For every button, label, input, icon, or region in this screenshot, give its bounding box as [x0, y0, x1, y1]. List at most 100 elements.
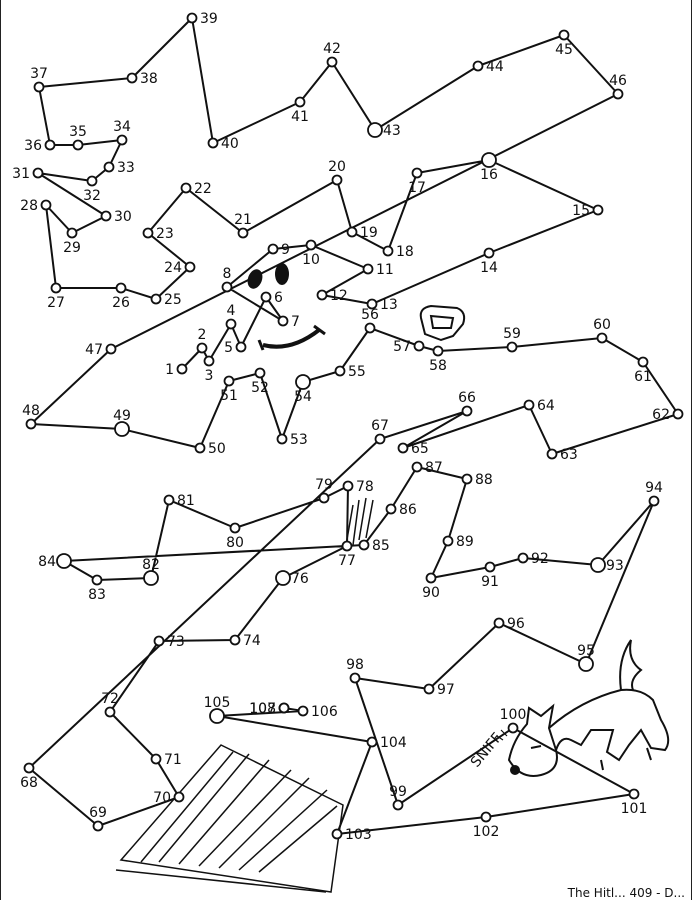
dot-10: [305, 239, 317, 251]
dot-86: [385, 503, 397, 515]
dot-62: [672, 408, 684, 420]
dot-48: [25, 418, 37, 430]
dot-number-51: 51: [220, 388, 238, 404]
dot-95: [578, 656, 594, 672]
dot-77: [341, 540, 353, 552]
dot-58: [432, 345, 444, 357]
dot-number-79: 79: [315, 477, 333, 493]
dot-90: [425, 572, 437, 584]
paper-hatch: [345, 497, 374, 546]
dot-number-84: 84: [38, 554, 56, 570]
footer-caption: The Hitl... 409 - D...: [567, 886, 685, 900]
dot-number-89: 89: [456, 534, 474, 550]
dot-number-49: 49: [113, 408, 131, 424]
dot-87: [411, 461, 423, 473]
dot-63: [546, 448, 558, 460]
dot-number-42: 42: [323, 41, 341, 57]
dot-number-20: 20: [328, 159, 346, 175]
dot-19: [346, 226, 358, 238]
dot-numbers: 1234567891011121314151617181920212223242…: [12, 11, 670, 843]
dot-number-104: 104: [380, 735, 407, 751]
dot-97: [423, 683, 435, 695]
dot-number-3: 3: [205, 368, 214, 384]
dot-16: [481, 152, 497, 168]
dot-68: [23, 762, 35, 774]
dot-number-26: 26: [112, 295, 130, 311]
dot-21: [237, 227, 249, 239]
dot-number-100: 100: [500, 707, 527, 723]
dot-number-52: 52: [251, 380, 269, 396]
dot-53: [276, 433, 288, 445]
dot-72: [104, 706, 116, 718]
dot-57: [413, 340, 425, 352]
sniff-label: SNIFF: [468, 730, 506, 771]
dot-number-108: 108: [249, 701, 276, 717]
dot-number-96: 96: [507, 616, 525, 632]
dot-number-61: 61: [634, 369, 652, 385]
dot-number-35: 35: [69, 124, 87, 140]
dot-number-11: 11: [376, 262, 394, 278]
dot-number-103: 103: [345, 827, 372, 843]
dot-37: [33, 81, 45, 93]
dot-number-37: 37: [30, 66, 48, 82]
dot-39: [186, 12, 198, 24]
dot-number-54: 54: [294, 389, 312, 405]
dot-number-25: 25: [164, 292, 182, 308]
newspaper-sheet: [115, 744, 344, 893]
dot-101: [628, 788, 640, 800]
mouth-end-left: [257, 339, 265, 351]
dot-number-47: 47: [85, 342, 103, 358]
dot-number-69: 69: [89, 805, 107, 821]
dot-108: [278, 702, 290, 714]
dot-27: [50, 282, 62, 294]
dot-number-73: 73: [167, 634, 185, 650]
dot-61: [637, 356, 649, 368]
dot-14: [483, 247, 495, 259]
dot-number-107: 107: [249, 701, 276, 717]
dot-76: [275, 570, 291, 586]
dot-105: [209, 708, 225, 724]
dot-11: [362, 263, 374, 275]
dot-102: [480, 811, 492, 823]
left-eye: [247, 269, 263, 289]
dot-number-53: 53: [290, 432, 308, 448]
dot-number-92: 92: [531, 551, 549, 567]
dot-36: [44, 139, 56, 151]
dot-number-28: 28: [20, 198, 38, 214]
dot-8: [221, 281, 233, 293]
dot-number-43: 43: [383, 123, 401, 139]
dot-number-17: 17: [408, 180, 426, 196]
dot-22: [180, 182, 192, 194]
dot-number-6: 6: [274, 290, 283, 306]
dot-99: [392, 799, 404, 811]
dot-15: [592, 204, 604, 216]
dot-number-62: 62: [652, 407, 670, 423]
dot-number-68: 68: [20, 775, 38, 791]
dot-number-59: 59: [503, 326, 521, 342]
dot-67: [374, 433, 386, 445]
dot-89: [442, 535, 454, 547]
dot-number-101: 101: [621, 801, 648, 817]
dot-29: [66, 227, 78, 239]
dot-94: [648, 495, 660, 507]
dot-number-22: 22: [194, 181, 212, 197]
dot-85: [358, 539, 370, 551]
dot-number-41: 41: [291, 109, 309, 125]
dot-number-40: 40: [221, 136, 239, 152]
dot-number-33: 33: [117, 160, 135, 176]
dot-number-80: 80: [226, 535, 244, 551]
dot-55: [334, 365, 346, 377]
dot-number-9: 9: [281, 242, 290, 258]
dot-60: [596, 332, 608, 344]
dot-56: [364, 322, 376, 334]
dot-45: [558, 29, 570, 41]
dot-number-44: 44: [486, 59, 504, 75]
dot-80: [229, 522, 241, 534]
dot-number-14: 14: [480, 260, 498, 276]
dot-number-91: 91: [481, 574, 499, 590]
dot-98: [349, 672, 361, 684]
dot-83: [91, 574, 103, 586]
dot-20: [331, 174, 343, 186]
dot-number-13: 13: [380, 297, 398, 313]
